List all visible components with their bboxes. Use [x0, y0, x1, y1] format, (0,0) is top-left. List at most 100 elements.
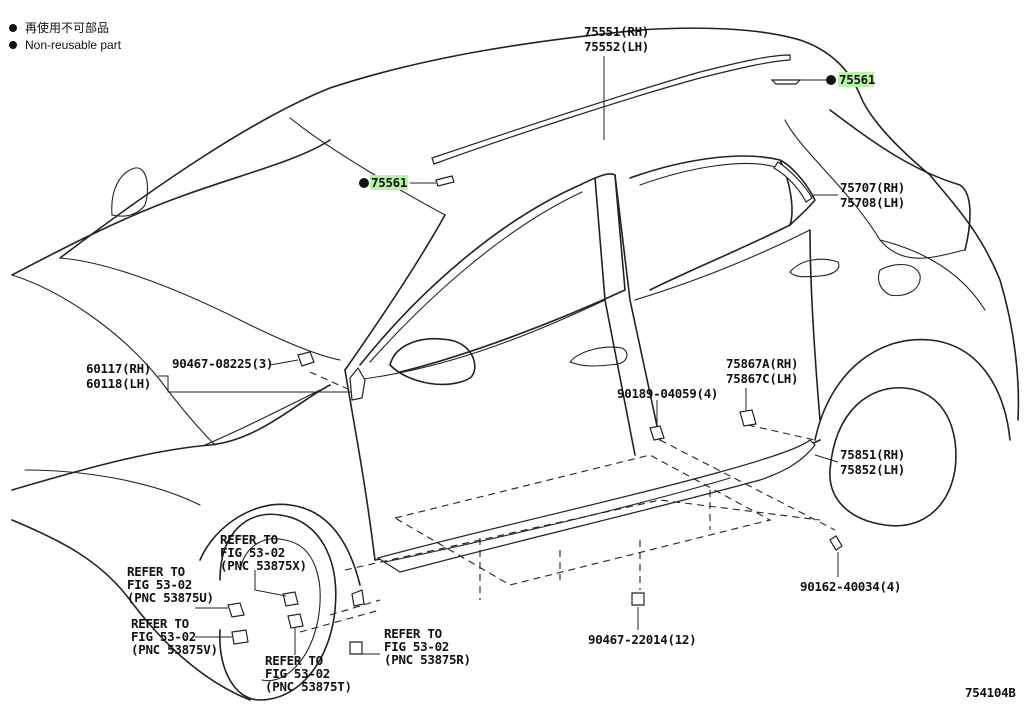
refer-r-line3: (PNC 53875R) — [384, 652, 471, 667]
fastener-front — [351, 589, 365, 607]
refer-v-line2: FIG 53-02 — [131, 629, 196, 644]
guide-line-3 — [659, 439, 836, 531]
refer-t-line1: REFER TO — [265, 653, 323, 668]
windshield — [11, 139, 331, 276]
fastener-r — [349, 641, 363, 655]
parts — [227, 54, 843, 655]
label-sill-rh: 75851(RH) — [840, 447, 905, 462]
leader-screw-mirror — [269, 359, 299, 366]
roof-moulding — [431, 54, 791, 165]
refer-u-line2: FIG 53-02 — [127, 577, 192, 592]
install-guides — [299, 371, 836, 633]
fastener-t — [287, 613, 304, 629]
refer-u-line3: (PNC 53875U) — [127, 590, 214, 605]
a-pillar-front — [344, 214, 446, 371]
fastener-x — [282, 591, 299, 607]
label-clip-sill: 90189-04059(4) — [617, 386, 718, 401]
refer-x-line1: REFER TO — [220, 532, 278, 547]
label-belt-rh: 75707(RH) — [840, 180, 905, 195]
front-wheel — [219, 513, 337, 701]
leader-mirror — [158, 375, 352, 393]
clip-sill — [649, 425, 665, 441]
refer-x-line3: (PNC 53875X) — [220, 558, 307, 573]
car-body-drawing — [11, 27, 1020, 701]
refer-53875u[interactable]: REFER TO FIG 53-02 (PNC 53875U) — [127, 564, 214, 605]
label-sill-lh: 75852(LH) — [840, 462, 905, 477]
rear-door-handle — [789, 258, 840, 278]
fuel-lid — [877, 264, 921, 297]
clip-rear — [739, 409, 757, 427]
mirror-base-cover — [349, 366, 366, 401]
b-pillar — [594, 177, 636, 456]
rocker-moulding-edge — [384, 477, 731, 563]
front-door-front-edge — [344, 369, 376, 561]
roof-clip-front — [435, 175, 455, 187]
refer-53875x[interactable]: REFER TO FIG 53-02 (PNC 53875X) — [220, 532, 307, 573]
clip-bottom — [631, 592, 645, 606]
bullet-icon — [9, 24, 17, 32]
guide-box-upper — [393, 454, 772, 586]
rear-quarter-glass — [779, 159, 816, 226]
leader-refer-x — [254, 570, 287, 597]
rocker-moulding — [376, 439, 816, 573]
hood-line — [11, 384, 331, 491]
highlight-clip-roof — [370, 175, 408, 190]
label-rail-rh: 75551(RH) — [584, 24, 649, 39]
refer-t-line3: (PNC 53875T) — [265, 679, 352, 694]
refer-53875r[interactable]: REFER TO FIG 53-02 (PNC 53875R) — [384, 626, 471, 667]
label-belt-lh: 75708(LH) — [840, 195, 905, 210]
refer-v-line1: REFER TO — [131, 616, 189, 631]
guide-line-9 — [309, 371, 351, 391]
rear-door-window — [629, 155, 793, 291]
roof-outline — [59, 27, 801, 259]
rear-wheel-arch — [814, 338, 1011, 441]
front-wheel-arch — [199, 503, 361, 586]
fastener-v — [231, 629, 249, 645]
b-pillar-rear — [614, 174, 661, 441]
rear-wheel — [829, 387, 957, 527]
windshield-inner — [289, 117, 446, 216]
refer-r-line1: REFER TO — [384, 626, 442, 641]
a-pillar — [59, 257, 341, 361]
refer-u-line1: REFER TO — [127, 564, 185, 579]
door-window-frame — [359, 173, 626, 373]
door-window-frame-inner — [369, 191, 583, 363]
rear-door-window-inner — [639, 162, 776, 186]
guide-line-4 — [747, 424, 816, 441]
non-reusable-bullet-icon — [359, 178, 369, 188]
rear-quarter-inner — [879, 239, 986, 311]
highlight-clip-top — [838, 72, 874, 87]
front-door-beltline — [354, 299, 606, 381]
headlamp — [24, 469, 201, 506]
figure-id: 754104B — [965, 685, 1016, 700]
legend-english: Non-reusable part — [25, 38, 122, 52]
refer-53875v[interactable]: REFER TO FIG 53-02 (PNC 53875V) — [131, 616, 218, 657]
refer-53875t[interactable]: REFER TO FIG 53-02 (PNC 53875T) — [265, 653, 352, 694]
refer-blocks: REFER TO FIG 53-02 (PNC 53875X) REFER TO… — [127, 532, 471, 694]
label-rail-lh: 75552(LH) — [584, 39, 649, 54]
roof-clip-rear — [770, 79, 802, 85]
guide-line-2 — [299, 609, 381, 633]
screw-sill — [829, 535, 843, 551]
label-clip-bottom: 90467-22014(12) — [588, 632, 696, 647]
fastener-u — [227, 602, 245, 618]
callouts: 75551(RH) 75552(LH) 75561 75561 75707(RH… — [86, 24, 905, 647]
label-screw-mirror: 90467-08225(3) — [172, 356, 273, 371]
roof-rear-edge — [799, 39, 931, 176]
label-screw-sill: 90162-40034(4) — [800, 579, 901, 594]
screw-mirror — [297, 351, 315, 367]
leader-sill — [814, 454, 839, 463]
label-mirror-rh: 60117(RH) — [86, 361, 151, 376]
refer-t-line2: FIG 53-02 — [265, 666, 330, 681]
front-bumper — [11, 519, 251, 701]
belt-moulding — [773, 161, 813, 203]
fender-top — [204, 389, 321, 446]
front-wheel-inner — [239, 538, 321, 682]
rear-quarter — [929, 174, 1020, 421]
label-mirror-lh: 60118(LH) — [86, 376, 151, 391]
legend-japanese: 再使用不可部品 — [25, 20, 109, 35]
label-clip-rear-a: 75867A(RH) — [726, 356, 798, 371]
label-clip-roof: 75561 — [371, 175, 407, 190]
inner-mirror — [111, 167, 149, 217]
